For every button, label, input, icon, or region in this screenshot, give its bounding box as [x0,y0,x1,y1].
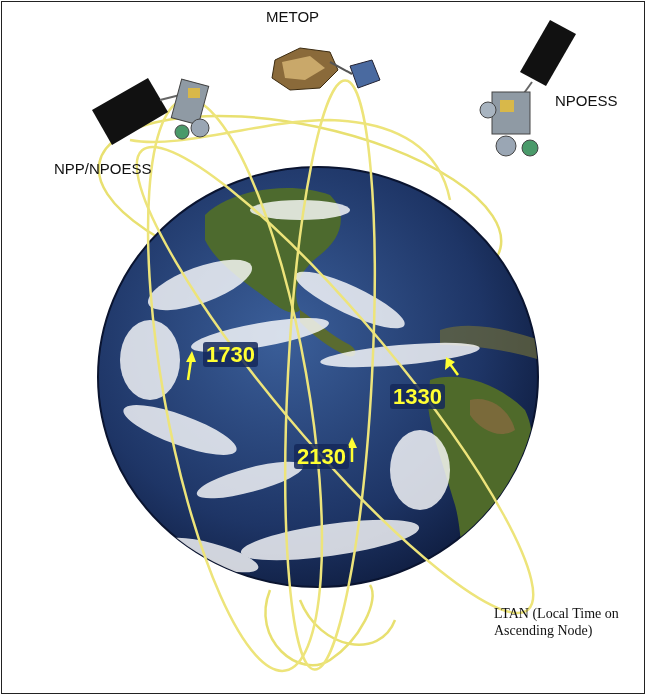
orbit-paths-front [96,78,574,683]
metop-satellite [272,48,380,90]
ltan-time: 1730 [203,342,258,367]
ltan-time: 2130 [294,444,349,469]
note-text: LTAN (Local Time on Ascending Node) [494,606,622,640]
ltan-time: 1330 [390,384,445,409]
satellite-name: METOP [266,8,319,25]
satellite-name: NPP/NPOESS [54,160,152,177]
satellite-name: NPOESS [555,92,618,109]
npoess-satellite [480,20,576,156]
earth-globe [98,167,538,587]
npp-satellite [92,78,209,145]
earth-surface [118,188,540,580]
